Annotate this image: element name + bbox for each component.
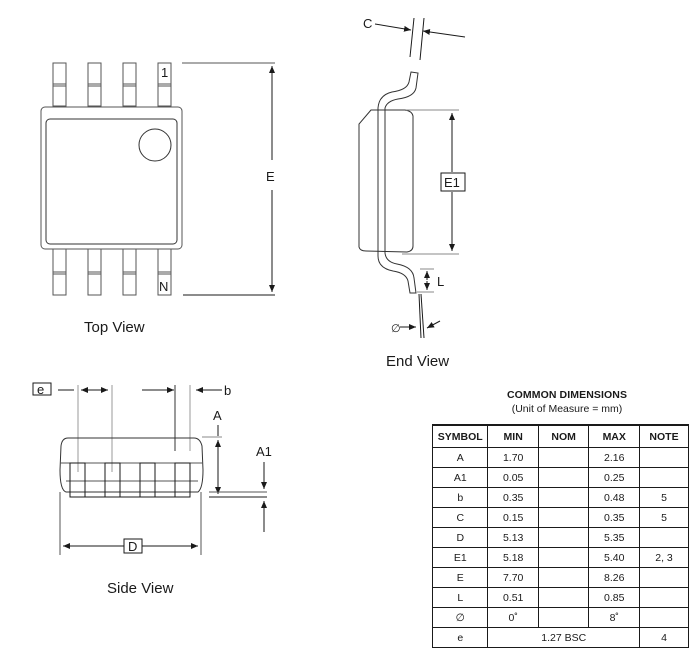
cell-min: 1.70 [487,447,539,468]
dimension-A-label: A [213,408,222,423]
cell-nom [537,587,590,608]
cell-max: 5.40 [588,547,641,568]
table-header-row: SYMBOL MIN NOM MAX NOTE [431,424,689,448]
table-subtitle: (Unit of Measure = mm) [511,403,623,415]
dimension-b-label: b [224,383,231,398]
cell-note [639,607,689,628]
cell-min: 7.70 [487,567,539,588]
cell-symbol: b [431,487,489,508]
cell-note [639,567,689,588]
cell-min: 5.13 [487,527,539,548]
cell-symbol: A [431,447,489,468]
cell-nom [537,527,590,548]
table-row: C 0.15 0.35 5 [431,507,689,528]
cell-note [639,467,689,488]
cell-min: 0.51 [487,587,539,608]
cell-symbol: ∅ [431,607,489,628]
angle-symbol-label: ∅ [391,323,401,335]
cell-note [639,447,689,468]
cell-nom [537,507,590,528]
dimension-E-label: E [266,169,275,184]
top-view-caption: Top View [84,319,145,336]
cell-symbol: C [431,507,489,528]
cell-nom [537,487,590,508]
table-title: COMMON DIMENSIONS [506,389,628,401]
table-row: D 5.13 5.35 [431,527,689,548]
cell-note: 5 [639,507,689,528]
table-row: L 0.51 0.85 [431,587,689,608]
cell-min: 0˚ [487,607,539,628]
cell-nom [537,607,590,628]
header-max: MAX [588,424,641,448]
table-row: ∅ 0˚ 8˚ [431,607,689,628]
header-note: NOTE [639,424,689,448]
cell-symbol: e [431,627,489,648]
dimension-A1-label: A1 [256,444,272,459]
side-view-body [59,437,204,493]
cell-note: 4 [639,627,689,648]
dimension-E1-box [440,172,466,192]
cell-bsc-value: 1.27 BSC [487,627,641,648]
cell-max: 2.16 [588,447,641,468]
dimension-e-box [32,382,52,396]
cell-max: 0.48 [588,487,641,508]
cell-symbol: L [431,587,489,608]
cell-symbol: E1 [431,547,489,568]
cell-max: 0.25 [588,467,641,488]
bottom-pins [52,247,172,296]
table-row: A 1.70 2.16 [431,447,689,468]
cell-nom [537,567,590,588]
package-body-inner [45,118,178,245]
cell-symbol: D [431,527,489,548]
table-row: A1 0.05 0.25 [431,467,689,488]
cell-min: 0.35 [487,487,539,508]
side-view [32,382,267,555]
cell-note: 5 [639,487,689,508]
cell-max: 5.35 [588,527,641,548]
dimensions-table: SYMBOL MIN NOM MAX NOTE A 1.70 2.16 A1 0… [431,424,689,648]
header-nom: NOM [537,424,590,448]
end-view-caption: End View [386,353,449,370]
header-min: MIN [487,424,539,448]
dimension-L-label: L [437,274,444,289]
cell-max: 8˚ [588,607,641,628]
cell-min: 5.18 [487,547,539,568]
dimension-e-label: e [37,382,44,397]
cell-symbol: A1 [431,467,489,488]
cell-note: 2, 3 [639,547,689,568]
cell-min: 0.15 [487,507,539,528]
cell-nom [537,447,590,468]
dimension-D-box [123,538,143,554]
table-row-bsc: e 1.27 BSC 4 [431,627,689,648]
end-view-body [358,109,414,253]
header-symbol: SYMBOL [431,424,489,448]
end-view [358,17,466,339]
cell-note [639,587,689,608]
pinN-label: N [159,279,168,294]
table-row: E 7.70 8.26 [431,567,689,588]
top-view [40,62,275,296]
cell-note [639,527,689,548]
top-pins [52,62,172,107]
cell-max: 8.26 [588,567,641,588]
dimension-D-label: D [128,539,137,554]
cell-nom [537,467,590,488]
table-row: E1 5.18 5.40 2, 3 [431,547,689,568]
table-row: b 0.35 0.48 5 [431,487,689,508]
end-view-lead [377,71,419,294]
package-body-outer [40,106,183,250]
cell-min: 0.05 [487,467,539,488]
cell-max: 0.35 [588,507,641,528]
side-view-leads [69,462,191,498]
dimension-C-label: C [363,16,372,31]
pin1-label: 1 [161,65,168,80]
dimension-E1-label: E1 [444,175,460,190]
pin1-marker-dot [138,128,172,162]
cell-nom [537,547,590,568]
side-view-caption: Side View [107,580,174,597]
cell-max: 0.85 [588,587,641,608]
cell-symbol: E [431,567,489,588]
